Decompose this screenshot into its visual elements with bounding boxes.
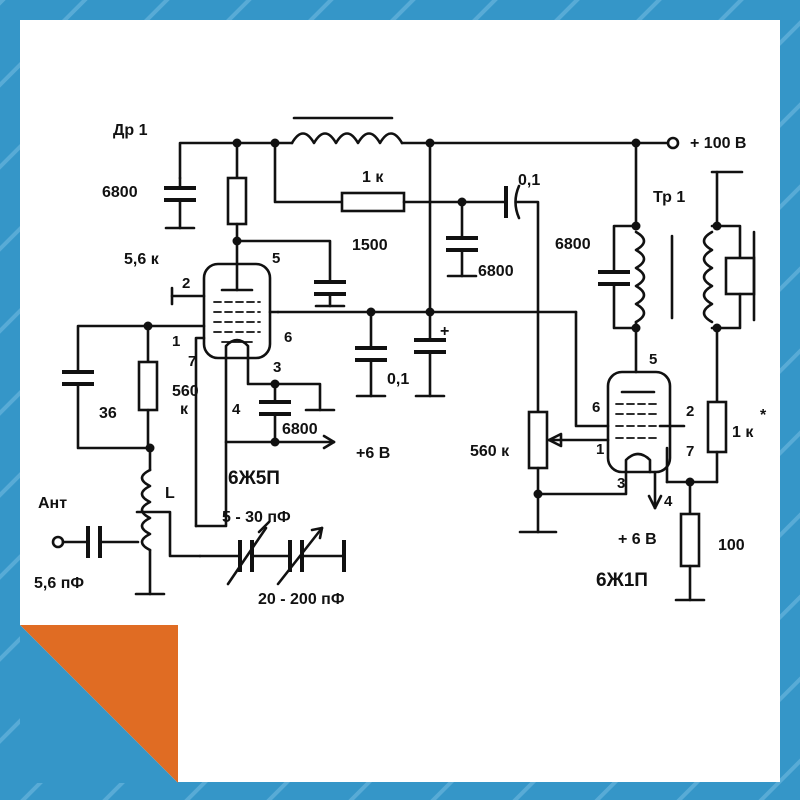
- antenna-input: [51, 526, 140, 558]
- r-560-unit: к: [180, 401, 189, 418]
- capacitor-6800-b: [446, 200, 478, 278]
- c-6800-b-value: 6800: [478, 263, 514, 280]
- c-6800-c-value: 6800: [555, 236, 591, 253]
- pin-b-3: 3: [617, 475, 625, 492]
- pins-tube-b: 5 6 2 1 7 3 4: [592, 351, 694, 510]
- pins-tube-a: 2 5 1 6 7 3 4: [172, 250, 292, 418]
- pin-a-4: 4: [232, 401, 241, 418]
- c-5-6pf-value: 5,6 пФ: [34, 575, 84, 592]
- pin-a-6: 6: [284, 329, 292, 346]
- variable-capacitors: [226, 520, 346, 586]
- r-1k-b-value: 1 к: [732, 424, 754, 441]
- r-560-value: 560: [172, 383, 199, 400]
- capacitor-6800-a: [164, 176, 196, 230]
- plus-label: +: [440, 323, 449, 340]
- var-cap-value: 20 - 200 пФ: [258, 591, 345, 608]
- antenna-terminal: [51, 535, 65, 549]
- supply-terminal: [666, 136, 680, 150]
- pin-a-7: 7: [188, 353, 196, 370]
- corner-blue-triangle: [20, 625, 178, 783]
- pin-b-4: 4: [664, 493, 673, 510]
- choke-label: Др 1: [113, 122, 148, 139]
- labels: Др 1 + 100 В Тр 1 6800 5,6 к 1500 1 к 0,…: [34, 122, 767, 608]
- pin-b-6: 6: [592, 399, 600, 416]
- c-6800-d-value: 6800: [282, 421, 318, 438]
- c-36-value: 36: [99, 405, 117, 422]
- c-1500-value: 1500: [352, 237, 388, 254]
- transformer-label: Тр 1: [653, 189, 685, 206]
- c-0-1-b-value: 0,1: [387, 371, 409, 388]
- r-1k-value: 1 к: [362, 169, 384, 186]
- capacitor-1500: [314, 280, 346, 308]
- selection-star: *: [760, 407, 767, 424]
- pin-b-7: 7: [686, 443, 694, 460]
- c-0-1-a-value: 0,1: [518, 172, 540, 189]
- tube-6zh5p: [170, 262, 280, 360]
- pin-b-5: 5: [649, 351, 657, 368]
- screen-bus: [276, 141, 610, 428]
- choke-coil: [290, 132, 404, 145]
- resistor-5k6: [226, 141, 332, 284]
- r-100-value: 100: [718, 537, 745, 554]
- capacitor-electrolytic: [414, 310, 446, 398]
- pin-a-3: 3: [273, 359, 281, 376]
- heater-b-label: + 6 В: [618, 531, 657, 548]
- pin-a-5: 5: [272, 250, 280, 267]
- tube-a-label: 6Ж5П: [228, 468, 280, 489]
- tube-6zh1p: [536, 370, 686, 510]
- tube-b-label: 6Ж1П: [596, 570, 648, 591]
- c-6800-a-value: 6800: [102, 184, 138, 201]
- capacitor-0-1-coupling: [504, 184, 540, 414]
- coil-label: L: [165, 485, 175, 502]
- coil-l: [134, 446, 242, 596]
- heater-a-label: +6 В: [356, 445, 390, 462]
- antenna-label: Ант: [38, 495, 67, 512]
- capacitor-0-1-bypass: [355, 310, 387, 398]
- anode-circuit-b: [598, 141, 756, 602]
- r-5k6-value: 5,6 к: [124, 251, 160, 268]
- pin-b-1: 1: [596, 441, 604, 458]
- pot-560k-value: 560 к: [470, 443, 510, 460]
- pin-a-1: 1: [172, 333, 180, 350]
- pin-a-2: 2: [182, 275, 190, 292]
- trimmer-value: 5 - 30 пФ: [222, 509, 291, 526]
- grid-wiring: [62, 321, 228, 528]
- potentiometer-560k: [518, 410, 610, 534]
- supply-label: + 100 В: [690, 135, 746, 152]
- pin-b-2: 2: [686, 403, 694, 420]
- resistor-1k: [273, 141, 506, 213]
